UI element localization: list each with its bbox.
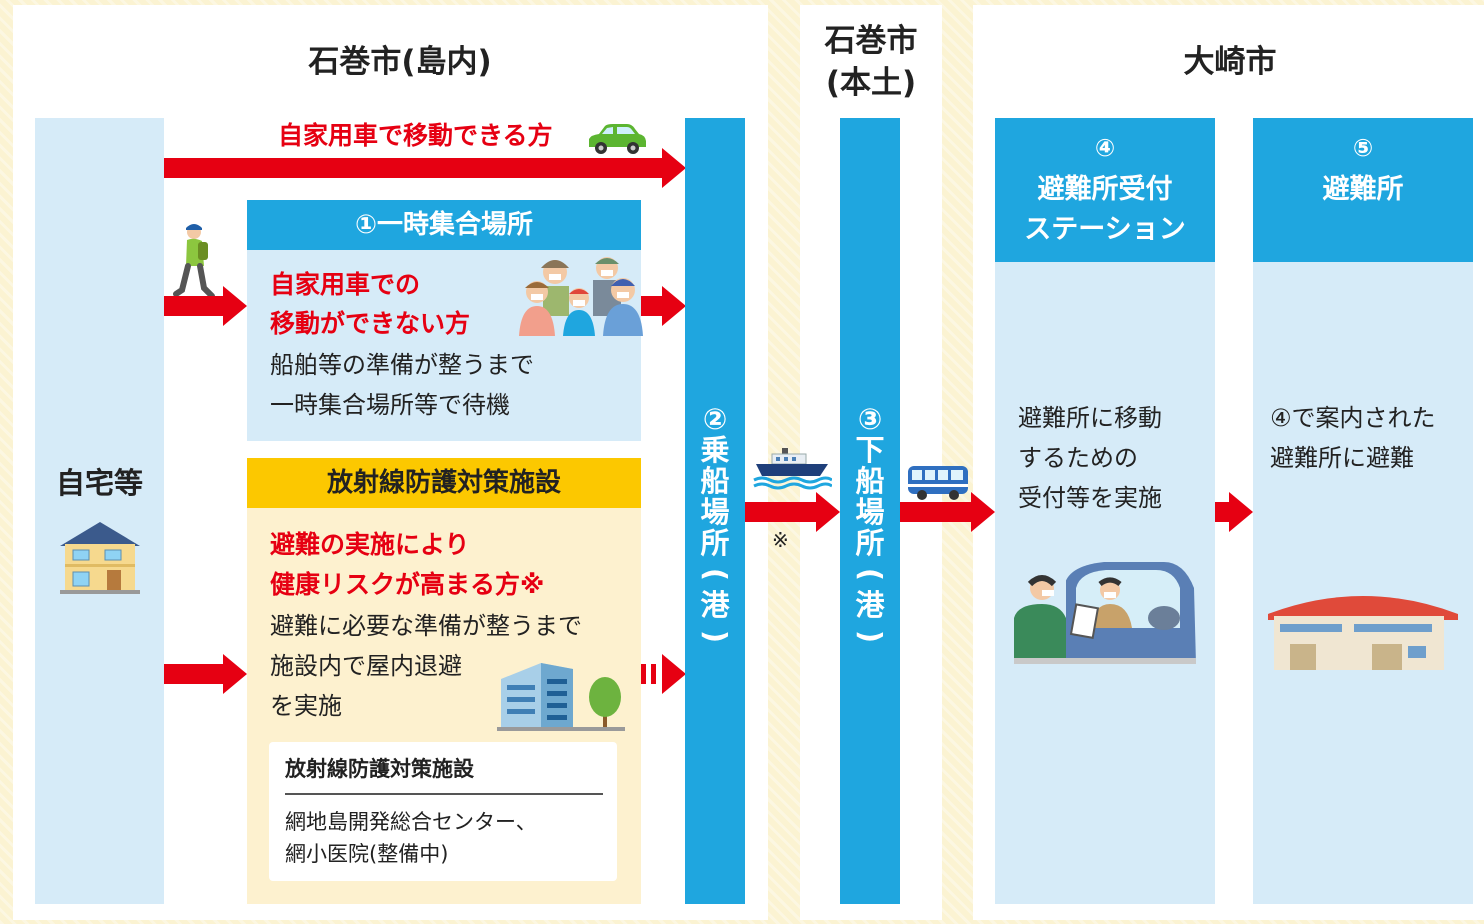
landing-column bbox=[840, 118, 900, 904]
temp-assembly-red-line1: 自家用車での bbox=[270, 270, 421, 299]
boarding-column bbox=[685, 118, 745, 904]
bus-icon bbox=[906, 464, 970, 506]
arrow-car-head bbox=[662, 148, 686, 188]
radiation-facility-header: 放射線防護対策施設 bbox=[247, 458, 641, 508]
landing-char: 港 bbox=[855, 588, 885, 622]
landing-char: 下 bbox=[855, 433, 885, 467]
shelter-column bbox=[1253, 262, 1473, 904]
boarding-label: ② 乗 船 場 所 ( 港 ) bbox=[685, 404, 745, 652]
reception-body-line2: するための bbox=[1018, 444, 1138, 472]
radiation-body-line2: 施設内で屋内退避 bbox=[270, 652, 462, 680]
arrow-temp-to-boarding bbox=[641, 296, 662, 316]
facility-list-line2: 網小医院(整備中) bbox=[285, 842, 449, 866]
radiation-red-line1: 避難の実施により bbox=[270, 530, 470, 559]
boarding-char: ( bbox=[698, 567, 733, 582]
region-title-mainland-line2: (本土) bbox=[825, 65, 917, 101]
reception-body-line1: 避難所に移動 bbox=[1018, 404, 1162, 432]
house-icon bbox=[55, 520, 145, 600]
landing-number: ③ bbox=[857, 402, 883, 436]
arrow-boarding-to-landing bbox=[745, 502, 816, 522]
ferry-icon bbox=[752, 444, 833, 494]
facility-list-box bbox=[269, 742, 617, 881]
arrow-car bbox=[164, 158, 662, 178]
shelter-body-line2: 避難所に避難 bbox=[1270, 444, 1414, 472]
arrow-boarding-to-landing-head bbox=[816, 492, 840, 532]
reception-number: ④ bbox=[1094, 134, 1116, 162]
arrow-reception-to-shelter-head bbox=[1229, 492, 1253, 532]
landing-char: 所 bbox=[855, 526, 885, 560]
boarding-char: 場 bbox=[700, 495, 730, 529]
temp-assembly-body-line1: 船舶等の準備が整うまで bbox=[270, 351, 534, 379]
arrow-landing-to-reception-head bbox=[971, 492, 995, 532]
reception-body-line3: 受付等を実施 bbox=[1018, 484, 1162, 512]
shelter-header-label: 避難所 bbox=[1322, 174, 1404, 205]
temp-assembly-body-line2: 一時集合場所等で待機 bbox=[270, 391, 510, 419]
gymnasium-icon bbox=[1268, 586, 1458, 674]
radiation-body-line3: を実施 bbox=[270, 692, 342, 720]
boarding-char: 乗 bbox=[700, 433, 730, 467]
arrow-temp-to-boarding-head bbox=[662, 286, 686, 326]
landing-char: ) bbox=[853, 629, 888, 644]
landing-char: 場 bbox=[855, 495, 885, 529]
evacuees-icon bbox=[515, 252, 647, 340]
region-title-island: 石巻市(島内) bbox=[308, 44, 492, 80]
home-column bbox=[35, 118, 164, 904]
facility-list-divider bbox=[285, 793, 603, 795]
temp-assembly-header: ①一時集合場所 bbox=[247, 200, 641, 250]
reception-header-line1: 避難所受付 bbox=[1037, 174, 1173, 205]
region-title-osaki: 大崎市 bbox=[1183, 44, 1277, 80]
reception-header bbox=[995, 118, 1215, 262]
boarding-char: ) bbox=[698, 629, 733, 644]
facility-list-line1: 網地島開発総合センター、 bbox=[285, 810, 537, 834]
radiation-body-line1: 避難に必要な準備が整うまで bbox=[270, 612, 582, 640]
arrow-landing-to-reception bbox=[900, 502, 971, 522]
shelter-body-line1: ④で案内された bbox=[1270, 404, 1436, 432]
home-label: 自宅等 bbox=[55, 466, 143, 500]
car-route-label: 自家用車で移動できる方 bbox=[278, 121, 553, 150]
walking-person-icon bbox=[172, 222, 218, 306]
dashed-arrow-segment-1 bbox=[641, 664, 646, 684]
arrow-to-radiation-facility bbox=[164, 664, 223, 684]
region-title-mainland-line1: 石巻市 bbox=[824, 23, 918, 59]
dashed-arrow-head bbox=[662, 654, 686, 694]
boarding-char: 船 bbox=[700, 464, 730, 498]
arrow-to-temp-assembly-head bbox=[223, 286, 247, 326]
temp-assembly-red-line2: 移動ができない方 bbox=[270, 309, 471, 338]
facility-list-title: 放射線防護対策施設 bbox=[285, 757, 474, 781]
boarding-number: ② bbox=[702, 402, 728, 436]
reception-header-line2: ステーション bbox=[1024, 214, 1186, 245]
arrow-to-temp-assembly bbox=[164, 296, 223, 316]
dashed-arrow-segment-2 bbox=[651, 664, 656, 684]
landing-label: ③ 下 船 場 所 ( 港 ) bbox=[840, 404, 900, 652]
arrow-reception-to-shelter bbox=[1215, 502, 1229, 522]
landing-char: ( bbox=[853, 567, 888, 582]
radiation-red-line2: 健康リスクが高まる方※ bbox=[270, 570, 545, 599]
building-icon bbox=[497, 655, 625, 735]
landing-char: 船 bbox=[855, 464, 885, 498]
ferry-note-mark: ※ bbox=[772, 528, 789, 552]
arrow-to-radiation-facility-head bbox=[223, 654, 247, 694]
shelter-header bbox=[1253, 118, 1473, 262]
boarding-char: 所 bbox=[700, 526, 730, 560]
shelter-number: ⑤ bbox=[1352, 134, 1374, 162]
boarding-char: 港 bbox=[700, 588, 730, 622]
drive-through-reception-icon bbox=[1014, 558, 1196, 668]
car-icon bbox=[585, 121, 649, 161]
